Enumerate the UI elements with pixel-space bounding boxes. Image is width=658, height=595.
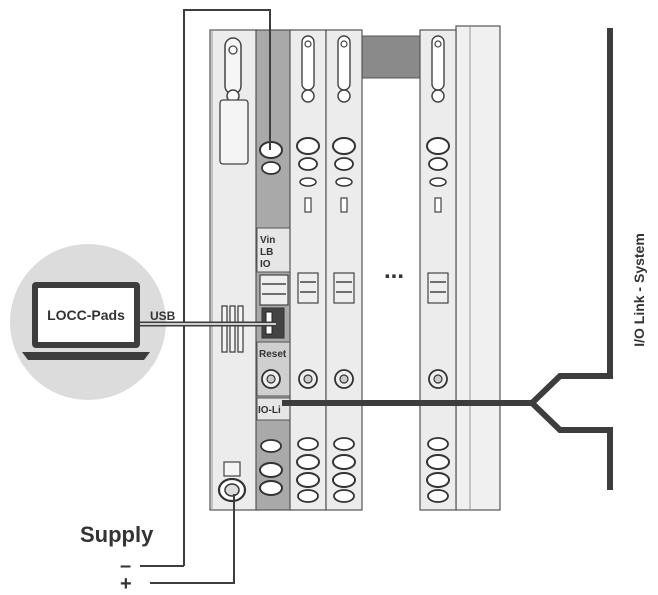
usb-label: USB (150, 309, 176, 323)
vent-slots (221, 305, 244, 353)
io-module (419, 29, 457, 511)
supply-module (209, 29, 259, 511)
laptop-base (22, 352, 150, 360)
laptop-screen (38, 288, 134, 342)
iolink-bus-upper (282, 373, 612, 406)
gateway-connector (259, 274, 289, 306)
module-terminal (296, 137, 320, 155)
iolink-port-label: IO-Li (258, 405, 281, 416)
supply-title: Supply (80, 522, 154, 547)
reset-label: Reset (259, 349, 287, 360)
laptop-group: LOCC-Pads (10, 244, 166, 400)
supply-minus-wire (183, 9, 271, 566)
end-plate (455, 25, 501, 511)
laptop-screen-label: LOCC-Pads (47, 307, 125, 323)
led-label-io: IO (260, 259, 271, 270)
io-module (289, 29, 327, 511)
module-terminal (426, 137, 450, 155)
io-module (325, 29, 363, 511)
module-ellipsis: ... (384, 257, 404, 284)
rail-band (359, 35, 423, 79)
module-connector (297, 272, 319, 304)
gateway-module: Vin LB IO Reset IO-Li (255, 29, 293, 511)
led-label-vin: Vin (260, 235, 275, 246)
io-modules (289, 29, 457, 511)
iolink-bus-lower (529, 400, 612, 433)
supply-minus-label: – (120, 555, 131, 577)
system-label: I/O Link - System (631, 233, 647, 347)
led-label-lb: LB (260, 247, 273, 258)
supply-plus-label: + (120, 573, 132, 590)
supply-plus-wire (150, 494, 235, 584)
supply-latch (219, 99, 249, 165)
module-connector (333, 272, 355, 304)
module-terminal (332, 137, 356, 155)
module-connector (427, 272, 449, 304)
